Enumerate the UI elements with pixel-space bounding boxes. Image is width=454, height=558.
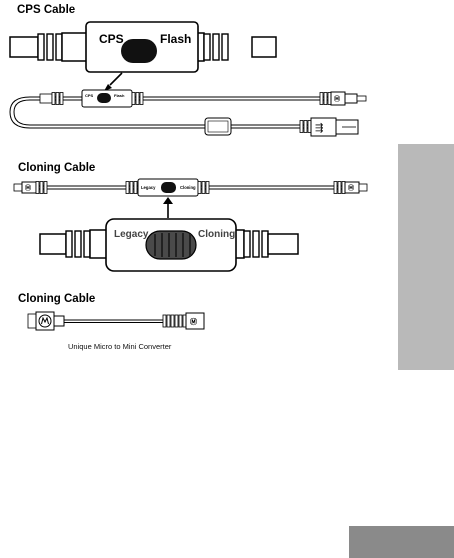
cps-switch-closeup: CPS Flash: [9, 21, 277, 91]
mini-usb-plug-icon: [185, 312, 205, 330]
cloning-cable-converter-heading: Cloning Cable: [18, 293, 96, 305]
cps-switch-label-right: Flash: [160, 32, 191, 46]
svg-text:Ⓜ: Ⓜ: [348, 184, 354, 192]
cps-cable-heading: CPS Cable: [17, 4, 76, 16]
cps-switch-label-left: CPS: [99, 32, 124, 46]
cps-small-label-right: Flash: [114, 93, 125, 98]
converter-caption: Unique Micro to Mini Converter: [68, 341, 172, 351]
svg-text:Ⓜ: Ⓜ: [334, 95, 340, 103]
cloning-cable-heading: Cloning Cable: [18, 162, 96, 174]
micro-to-mini-converter: Ⓜ: [27, 311, 205, 331]
cloning-small-label-right: Cloning: [180, 185, 196, 190]
cloning-cable-full: Ⓜ Legacy Cloning Ⓜ: [13, 178, 368, 218]
page-tab: [349, 526, 454, 558]
usb-icon: ⇶: [315, 122, 323, 134]
side-tab: [398, 144, 454, 370]
cloning-switch-closeup: Legacy Cloning: [39, 218, 299, 272]
cps-cable-full: CPS Flash Ⓜ ⇶: [9, 89, 367, 137]
cloning-small-label-left: Legacy: [141, 185, 156, 190]
svg-text:Ⓜ: Ⓜ: [25, 184, 31, 192]
svg-text:Ⓜ: Ⓜ: [190, 317, 197, 326]
cloning-switch-label-right: Cloning: [198, 229, 235, 240]
cloning-switch-label-left: Legacy: [114, 229, 149, 240]
cps-small-label-left: CPS: [85, 93, 94, 98]
